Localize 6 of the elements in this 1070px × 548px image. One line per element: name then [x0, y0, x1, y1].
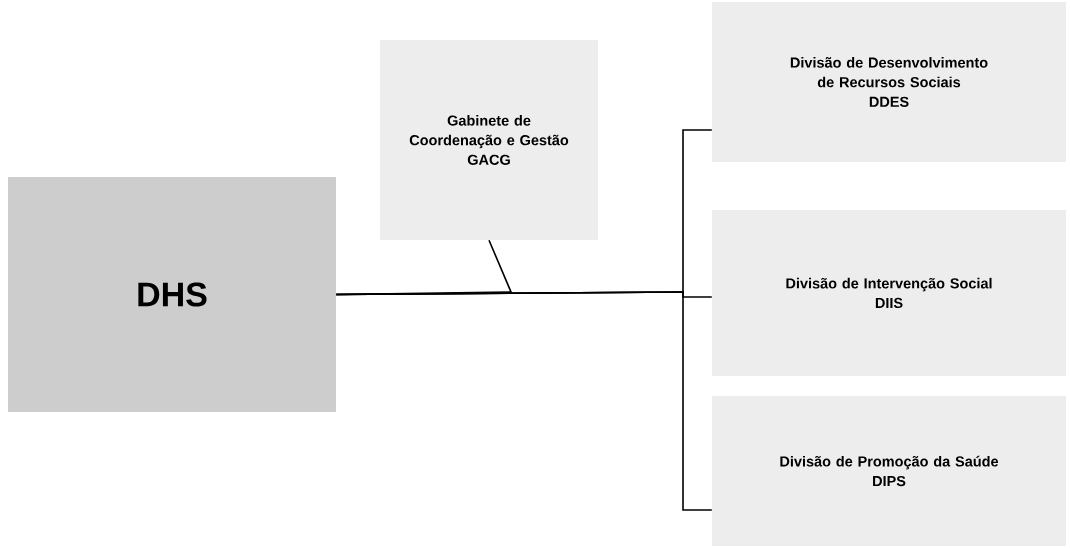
org-box: Divisão de Intervenção Social DIIS: [712, 210, 1066, 376]
org-box: DHS: [8, 177, 336, 412]
org-box: Gabinete de Coordenação e Gestão GACG: [380, 40, 598, 240]
org-box: Divisão de Desenvolvimento de Recursos Sociais DDES: [712, 2, 1066, 162]
org-box: Divisão de Promoção da Saúde DIPS: [712, 396, 1066, 546]
connector-line: [335, 291, 713, 511]
